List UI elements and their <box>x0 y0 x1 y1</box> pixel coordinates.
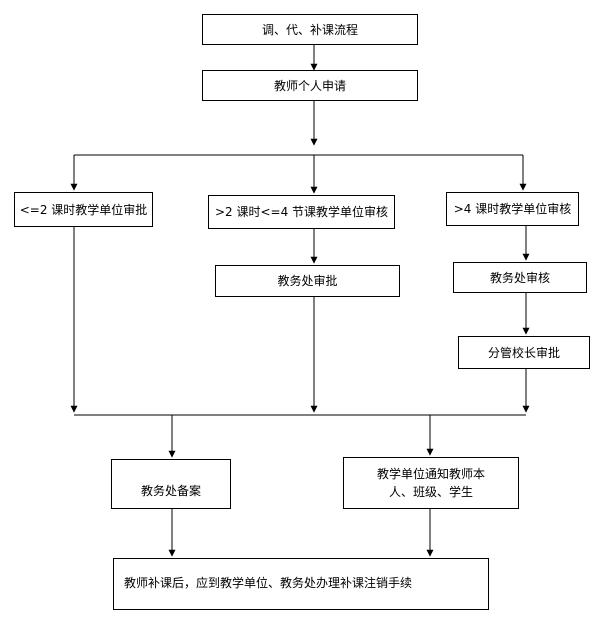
node-office-approve: 教务处审批 <box>215 265 400 297</box>
node-principal-approve: 分管校长审批 <box>458 336 590 369</box>
node-office-review: 教务处审核 <box>453 262 587 293</box>
node-title: 调、代、补课流程 <box>202 14 418 45</box>
node-gt4-review: >4 课时教学单位审核 <box>446 192 579 226</box>
node-final: 教师补课后，应到教学单位、教务处办理补课注销手续 <box>113 558 489 610</box>
node-office-record: 教务处备案 <box>111 459 231 509</box>
node-apply: 教师个人申请 <box>202 70 418 101</box>
node-le2-approve: <=2 课时教学单位审批 <box>14 192 153 227</box>
node-notify: 教学单位通知教师本人、班级、学生 <box>343 457 519 509</box>
node-mid-review: >2 课时<=4 节课教学单位审核 <box>208 195 395 229</box>
